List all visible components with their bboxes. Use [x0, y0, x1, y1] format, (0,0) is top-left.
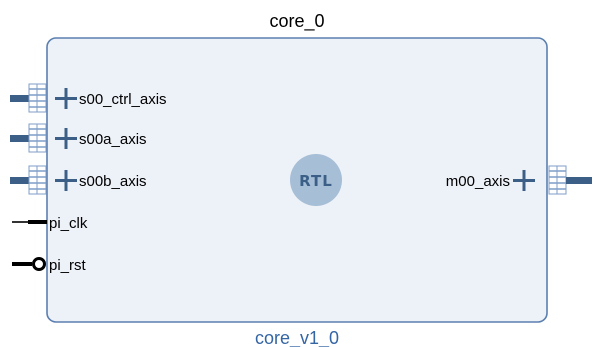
plus-expand-icon[interactable]	[55, 128, 77, 149]
plus-expand-icon[interactable]	[55, 88, 77, 109]
port-label: s00a_axis	[79, 131, 147, 148]
bus-connector-icon	[548, 165, 592, 195]
clock-pin	[28, 220, 47, 224]
port-label: s00_ctrl_axis	[79, 91, 167, 108]
port-pi-clk[interactable]: pi_clk	[12, 215, 88, 232]
rtl-badge-label: RTL	[299, 172, 333, 190]
port-m00-axis[interactable]: m00_axis	[446, 165, 592, 195]
reset-wire	[12, 262, 32, 266]
port-s00-ctrl-axis[interactable]: s00_ctrl_axis	[10, 83, 167, 113]
active-low-bubble-icon	[32, 257, 46, 271]
port-label: s00b_axis	[79, 173, 147, 190]
plus-expand-icon[interactable]	[55, 170, 77, 191]
port-s00a-axis[interactable]: s00a_axis	[10, 123, 147, 153]
plus-expand-icon[interactable]	[513, 170, 535, 191]
bus-connector-icon	[10, 165, 47, 195]
bus-connector-icon	[10, 83, 47, 113]
block-instance-name: core_0	[269, 11, 324, 32]
port-label: m00_axis	[446, 173, 510, 190]
block-module-name: core_v1_0	[255, 328, 339, 347]
rtl-badge-icon: RTL	[290, 154, 342, 206]
port-pi-rst[interactable]: pi_rst	[12, 257, 87, 274]
port-label: pi_clk	[49, 215, 88, 232]
bus-connector-icon	[10, 123, 47, 153]
port-s00b-axis[interactable]: s00b_axis	[10, 165, 147, 195]
port-label: pi_rst	[49, 257, 87, 274]
